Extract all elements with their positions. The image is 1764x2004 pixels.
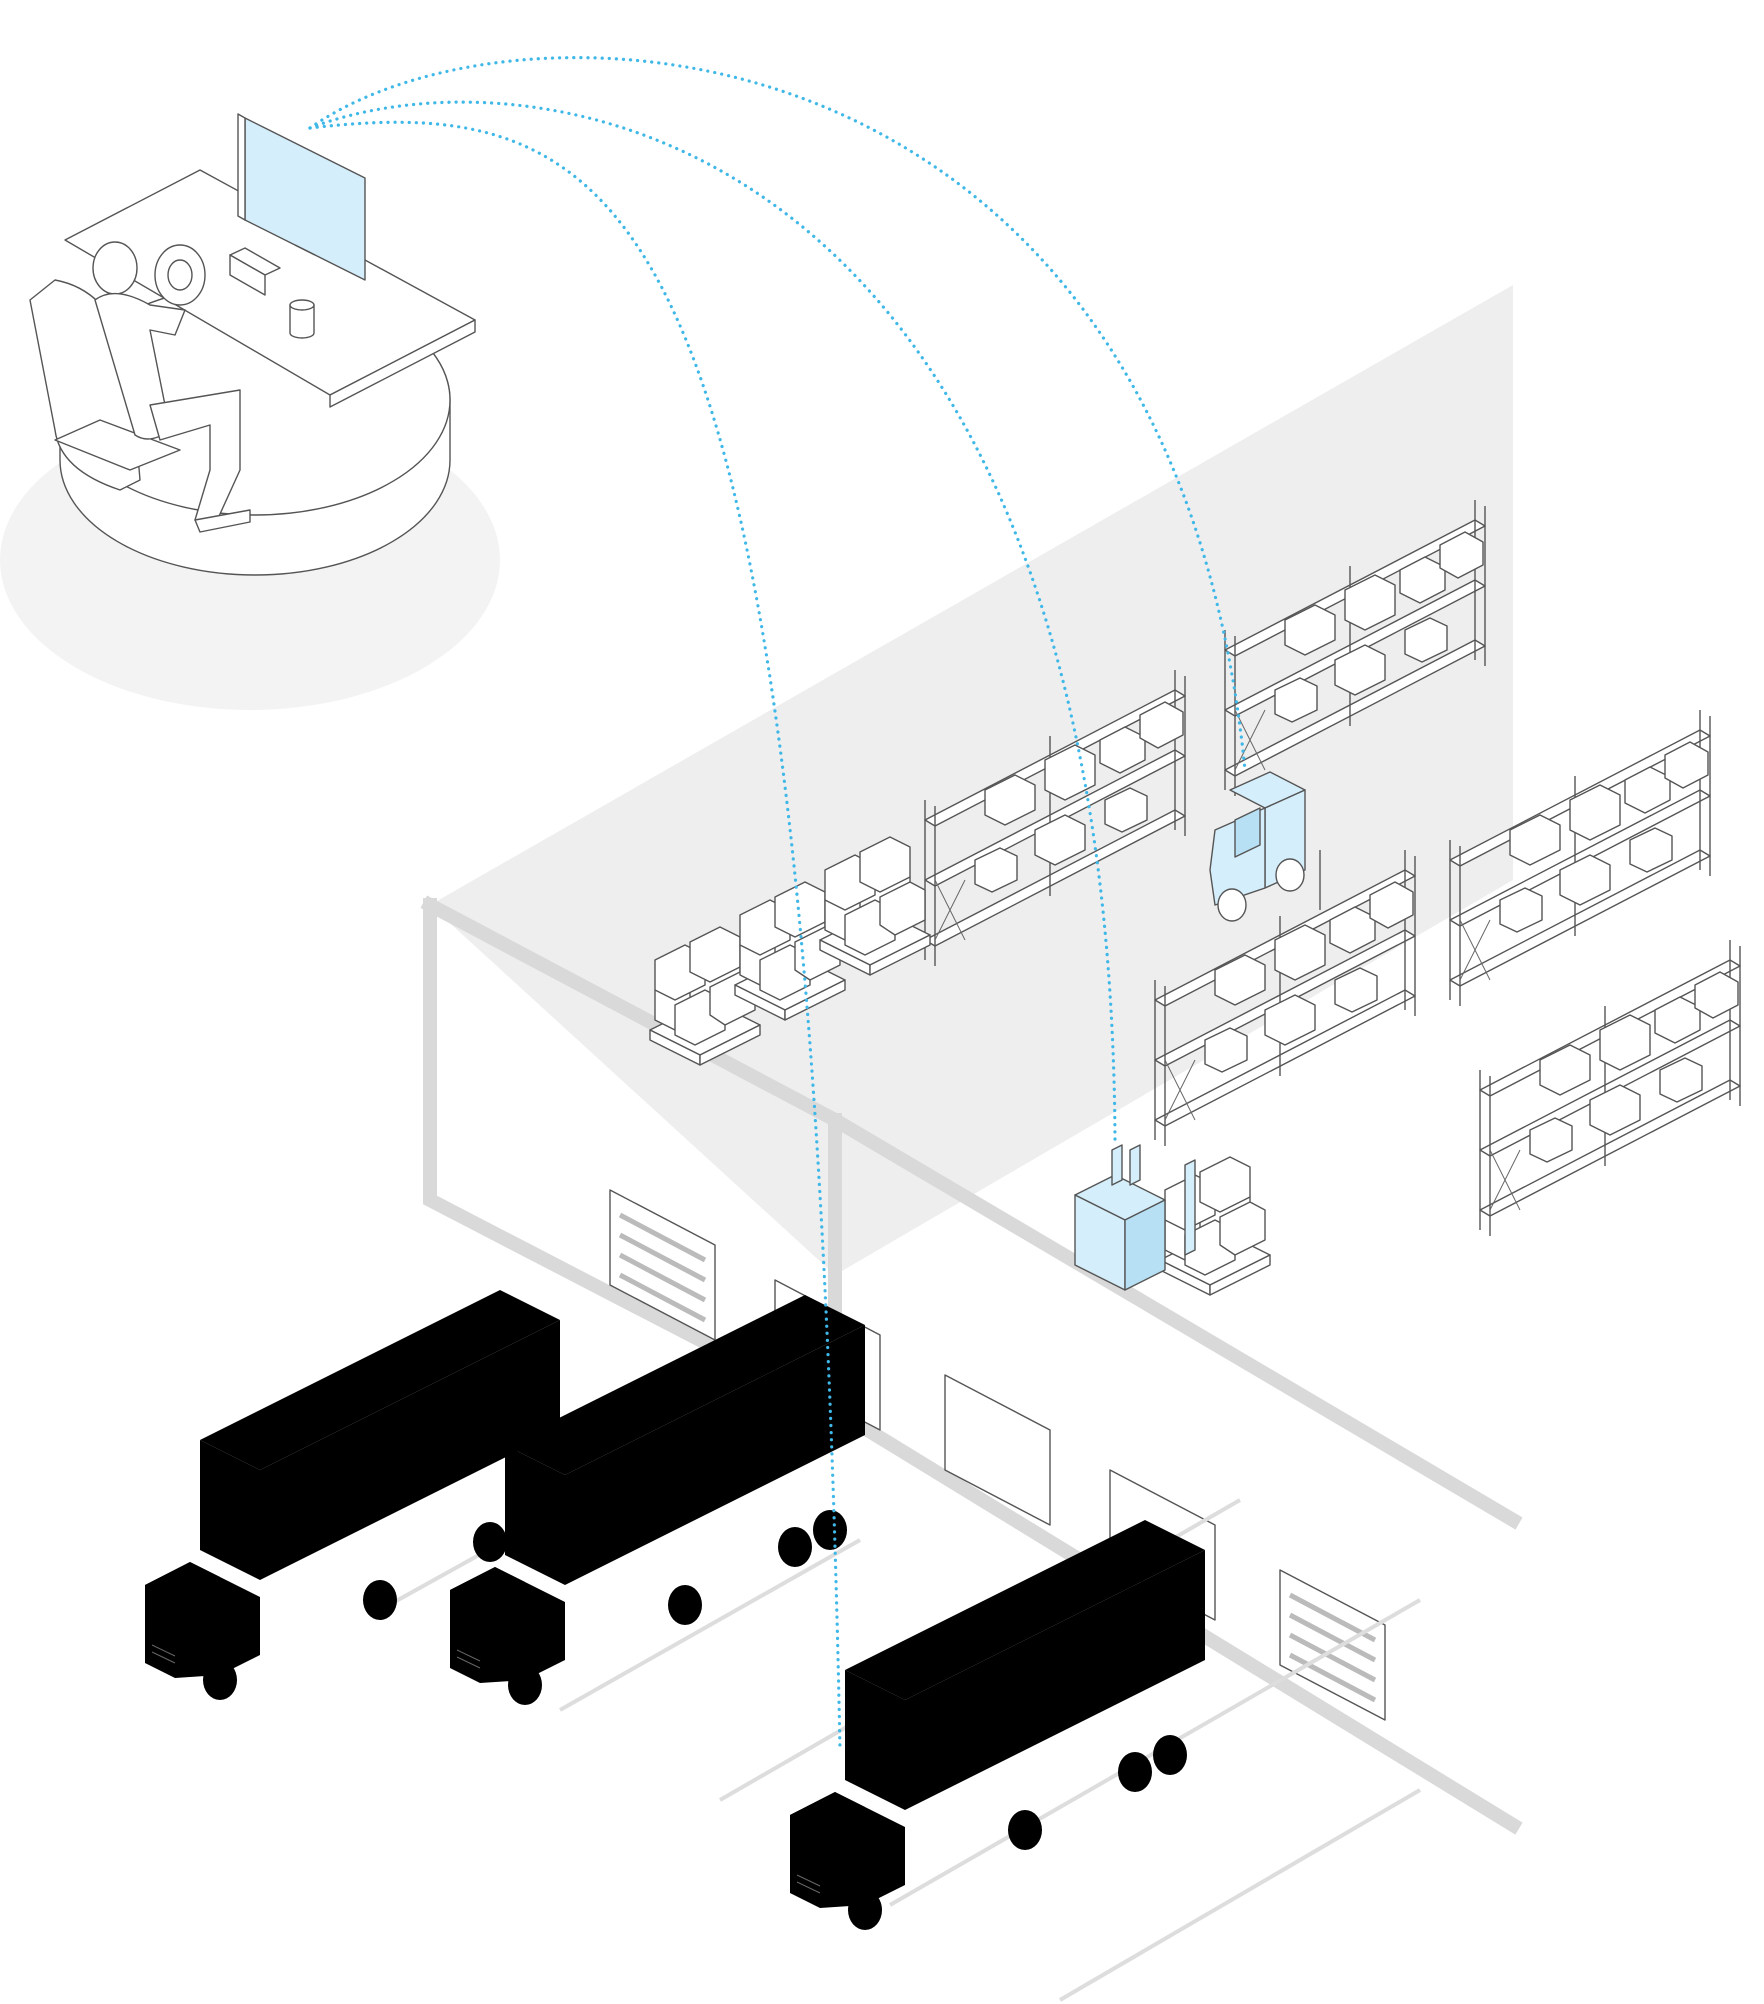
pallet-truck-icon [1074,1144,1196,1291]
link-to-forklift [308,56,1247,772]
warehouse-wall-left [423,898,845,1420]
link-to-pallet-truck [308,100,1117,1142]
truck-icon [789,1519,1206,1931]
mug-icon [289,304,315,339]
remote-links [308,56,1247,1752]
operator-head [92,241,138,295]
forklift-icon [1209,771,1321,922]
warehouse-floor [430,285,1513,1275]
operator-station [0,113,500,710]
